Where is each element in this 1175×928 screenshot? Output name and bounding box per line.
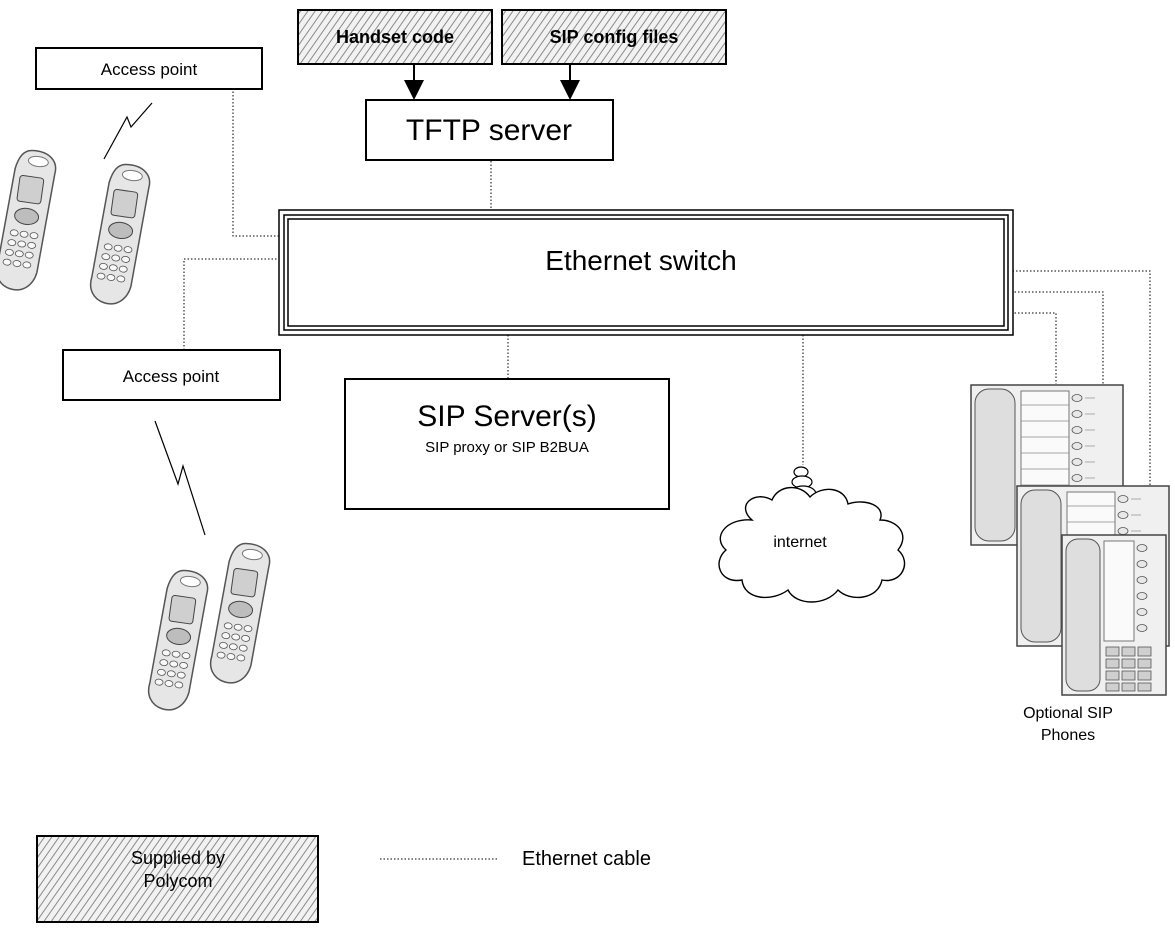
ethernet-switch-box: Ethernet switch [278, 209, 1014, 336]
legend-ethernet-cable: Ethernet cable [380, 848, 651, 870]
handset-code-label: Handset code [336, 27, 454, 47]
wireless-handset-icon [145, 566, 211, 714]
sip-desk-phone-icon [1061, 534, 1167, 696]
config-arrows [404, 64, 580, 100]
wireless-handset-icon [0, 146, 59, 294]
legend-ethernet-cable-label: Ethernet cable [522, 848, 651, 870]
optional-sip-phones-label-line2: Phones [1041, 727, 1095, 744]
access-point-bottom: Access point [62, 349, 281, 401]
legend-supplied-line2: Polycom [143, 871, 212, 891]
sip-server-subtitle: SIP proxy or SIP B2BUA [425, 439, 589, 456]
access-point-bottom-label: Access point [123, 367, 220, 386]
ethernet-switch-label: Ethernet switch [545, 245, 736, 276]
cloud-icon: internet [718, 466, 906, 603]
ethernet-connections [183, 88, 1151, 534]
legend-supplied-by-polycom: Supplied by Polycom [36, 835, 319, 923]
handset-code-box: Handset code [297, 9, 493, 65]
legend-supplied-line1: Supplied by [131, 848, 225, 868]
lightning-zigzag-icon [103, 102, 153, 160]
tftp-server-box: TFTP server [365, 99, 614, 161]
access-point-top-label: Access point [101, 60, 198, 79]
sip-server-title: SIP Server(s) [417, 400, 597, 433]
optional-sip-phones-label-line1: Optional SIP [1023, 705, 1113, 722]
tftp-server-label: TFTP server [406, 114, 572, 147]
internet-label: internet [773, 534, 827, 551]
wireless-handset-icon [87, 160, 153, 308]
access-point-top: Access point [35, 47, 263, 90]
lightning-zigzag-icon [154, 420, 206, 536]
wireless-handset-icon [207, 539, 273, 687]
sip-config-files-box: SIP config files [501, 9, 727, 65]
sip-config-files-label: SIP config files [550, 27, 679, 47]
sip-server-box: SIP Server(s) SIP proxy or SIP B2BUA [344, 378, 670, 510]
